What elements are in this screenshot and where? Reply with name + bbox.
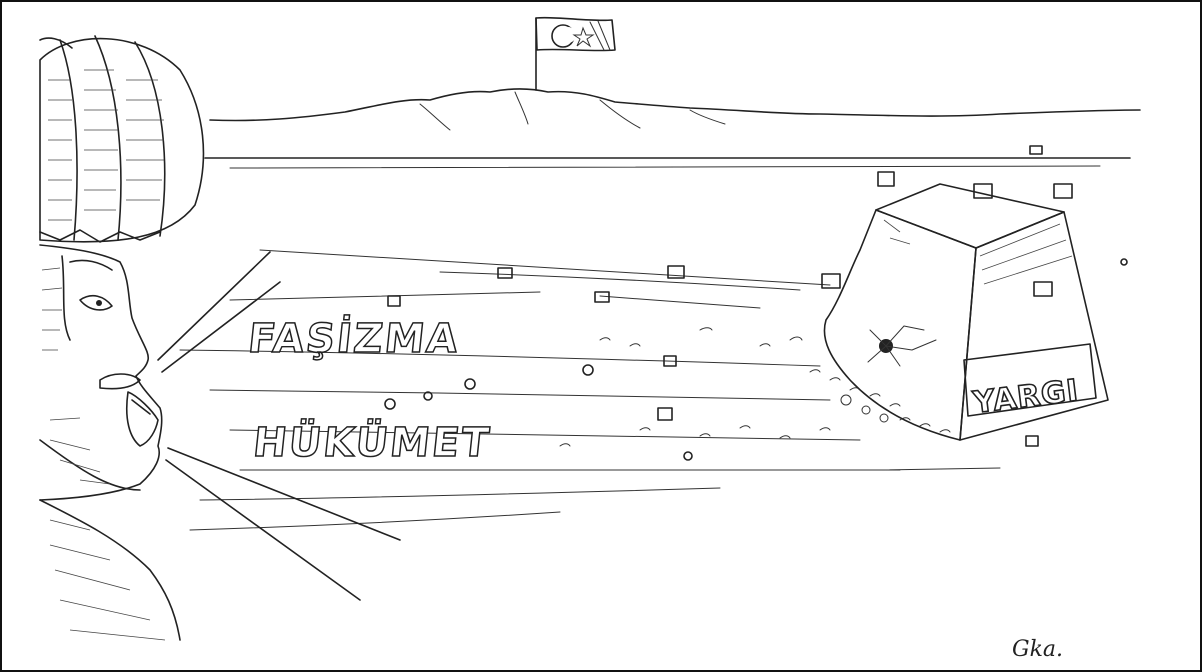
horizon xyxy=(204,157,1131,169)
flying-word-top: FAŞİZMA xyxy=(245,313,463,362)
stone-label: YARGI xyxy=(970,373,1080,421)
hills xyxy=(209,88,1141,131)
star-icon xyxy=(572,26,595,48)
stone-block: YARGI xyxy=(823,183,1109,441)
impact-crack xyxy=(867,325,937,367)
speed-lines xyxy=(179,249,1001,531)
flying-word-bottom: HÜKÜMET xyxy=(250,417,494,466)
rubble xyxy=(559,327,951,447)
robe xyxy=(39,499,181,641)
shout-lines xyxy=(157,251,401,601)
face xyxy=(39,244,163,501)
flag xyxy=(535,16,616,91)
signature: Gka. xyxy=(1012,637,1063,662)
flying-word-top-text: FAŞİZMA xyxy=(246,314,462,362)
flying-word-bottom-text: HÜKÜMET xyxy=(251,418,493,466)
turban xyxy=(39,35,205,243)
shouting-figure xyxy=(39,35,205,641)
